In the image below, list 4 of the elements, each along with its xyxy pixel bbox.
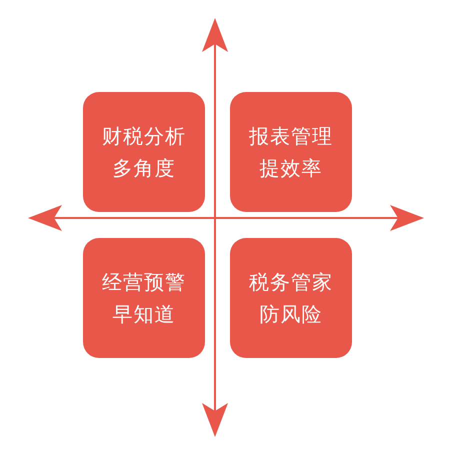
feature-box: 经营预警早知道 — [83, 238, 205, 358]
feature-box: 税务管家防风险 — [230, 238, 352, 358]
feature-box: 报表管理提效率 — [230, 92, 352, 212]
feature-box: 财税分析多角度 — [83, 92, 205, 212]
